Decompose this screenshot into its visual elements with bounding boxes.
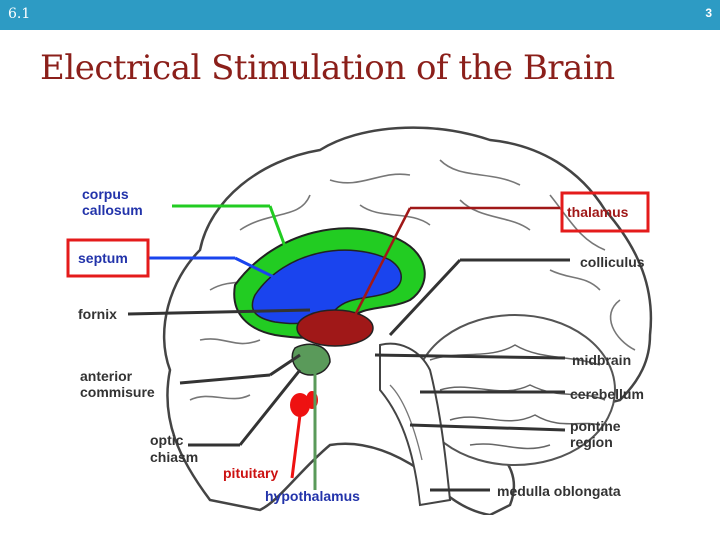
cerebrum-outline: [162, 126, 653, 515]
label-hypothalamus: hypothalamus: [265, 488, 360, 504]
label-medulla-oblongata: medulla oblongata: [497, 483, 621, 499]
label-chiasm: chiasm: [150, 449, 198, 465]
slide-title: Electrical Stimulation of the Brain: [40, 48, 615, 88]
header-bar: 6.1 3: [0, 0, 720, 30]
label-commisure: commisure: [80, 384, 155, 400]
label-cerebellum: cerebellum: [570, 386, 644, 402]
label-midbrain: midbrain: [572, 352, 631, 368]
page-number: 3: [705, 6, 712, 20]
label-optic: optic: [150, 432, 184, 448]
label-corpus: corpus: [82, 186, 129, 202]
label-pontine: pontine: [570, 418, 621, 434]
label-callosum: callosum: [82, 202, 143, 218]
label-colliculus: colliculus: [580, 254, 645, 270]
label-pituitary: pituitary: [223, 465, 278, 481]
thalamus-highlight-box: [560, 191, 650, 233]
label-anterior: anterior: [80, 368, 133, 384]
septum-highlight-box: [66, 238, 150, 278]
pituitary-shape: [290, 393, 310, 417]
brain-diagram: corpus callosum septum fornix anterior c…: [66, 126, 653, 515]
label-region: region: [570, 434, 613, 450]
label-septum: septum: [78, 250, 128, 266]
leader-lines: [127, 204, 570, 492]
thalamus-shape: [296, 309, 374, 347]
label-fornix: fornix: [78, 306, 117, 322]
section-number: 6.1: [8, 6, 31, 22]
fornix-band: [251, 249, 402, 325]
label-thalamus: thalamus: [567, 204, 629, 220]
